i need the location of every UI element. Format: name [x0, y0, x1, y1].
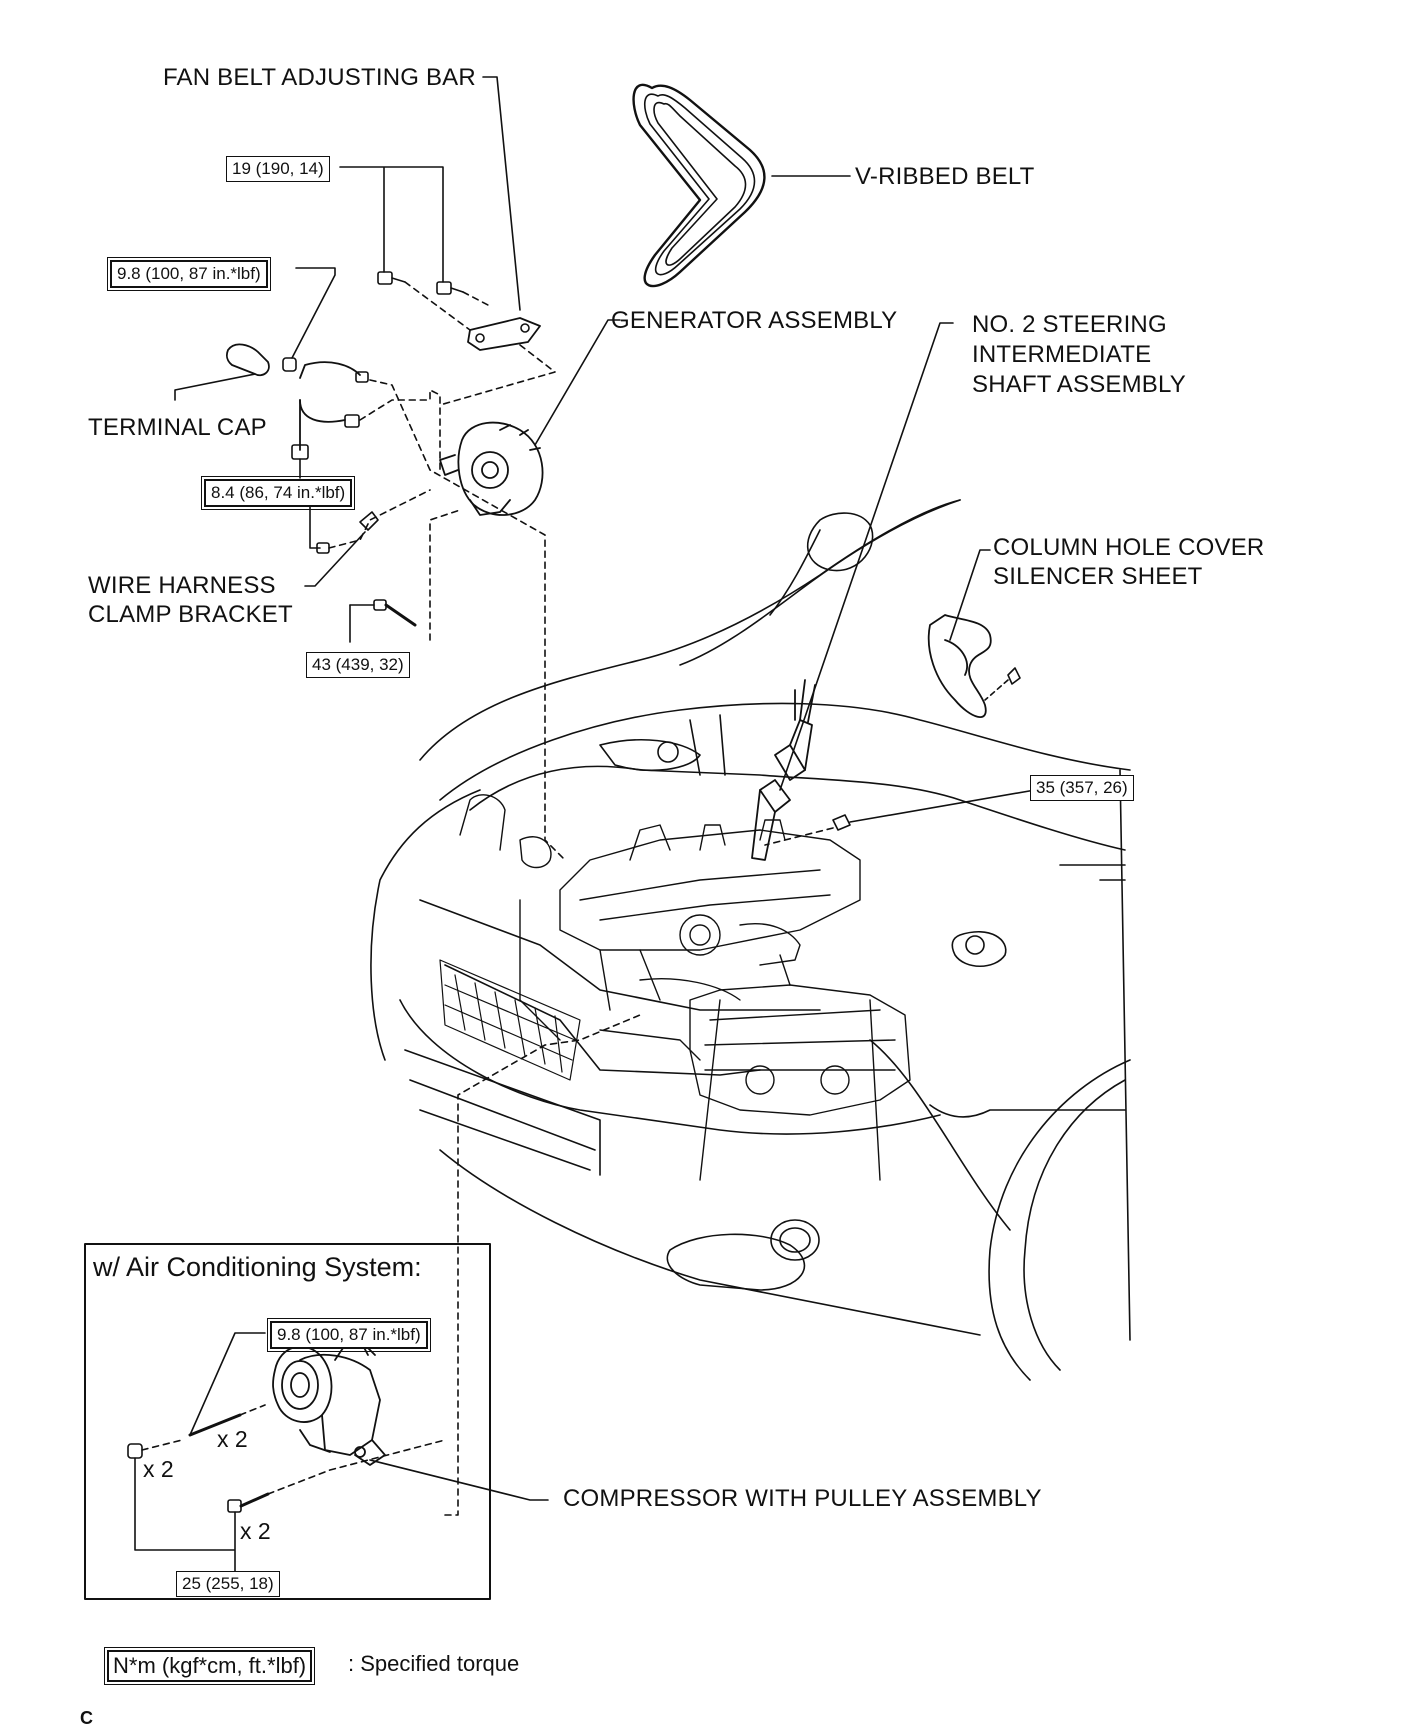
legend-torque-unit-box: N*m (kgf*cm, ft.*lbf) [103, 1647, 316, 1685]
label-v-ribbed-belt: V-RIBBED BELT [855, 163, 1035, 190]
torque-compressor-bolts: 25 (255, 18) [176, 1571, 280, 1597]
inset-title: w/ Air Conditioning System: [93, 1252, 422, 1282]
label-terminal-cap: TERMINAL CAP [88, 414, 267, 441]
label-compressor: COMPRESSOR WITH PULLEY ASSEMBLY [563, 1485, 1042, 1512]
label-wire-harness-line2: CLAMP BRACKET [88, 601, 293, 628]
bolt-left [377, 271, 406, 285]
label-steering-shaft-line2: INTERMEDIATE [972, 341, 1152, 368]
torque-compressor-stud: 9.8 (100, 87 in.*lbf) [267, 1318, 431, 1352]
compressor-drawing [272, 1339, 386, 1466]
multiplier-stud: x 2 [217, 1426, 248, 1452]
silencer-sheet-drawing [927, 614, 992, 718]
torque-adjusting-bar-bolts: 19 (190, 14) [226, 156, 330, 182]
bolt-right [436, 281, 464, 295]
label-steering-shaft-line1: NO. 2 STEERING [972, 311, 1167, 338]
legend-torque-text: : Specified torque [348, 1651, 520, 1676]
multiplier-bolt: x 2 [240, 1518, 271, 1544]
grille-drawing [439, 959, 581, 1081]
torque-steering-bolt: 35 (357, 26) [1030, 775, 1134, 801]
label-generator-assembly: GENERATOR ASSEMBLY [611, 307, 898, 334]
torque-terminal-nut: 9.8 (100, 87 in.*lbf) [107, 257, 271, 291]
generator-drawing [439, 421, 544, 516]
figure-code: C [80, 1708, 93, 1728]
label-wire-harness-line1: WIRE HARNESS [88, 572, 276, 599]
torque-generator-bolt: 43 (439, 32) [306, 652, 410, 678]
label-fan-belt-adjusting-bar: FAN BELT ADJUSTING BAR [163, 64, 476, 91]
torque-clamp-bracket-bolt: 8.4 (86, 74 in.*lbf) [200, 476, 356, 510]
label-column-hole-cover-line2: SILENCER SHEET [993, 563, 1203, 590]
steering-shaft-drawing [751, 679, 816, 861]
label-column-hole-cover-line1: COLUMN HOLE COVER [993, 534, 1265, 561]
engine-drawing [459, 794, 911, 1181]
multiplier-nut: x 2 [143, 1456, 174, 1482]
v-ribbed-belt-drawing [632, 83, 766, 288]
label-steering-shaft-line3: SHAFT ASSEMBLY [972, 371, 1186, 398]
car-drawing [370, 499, 1131, 1381]
